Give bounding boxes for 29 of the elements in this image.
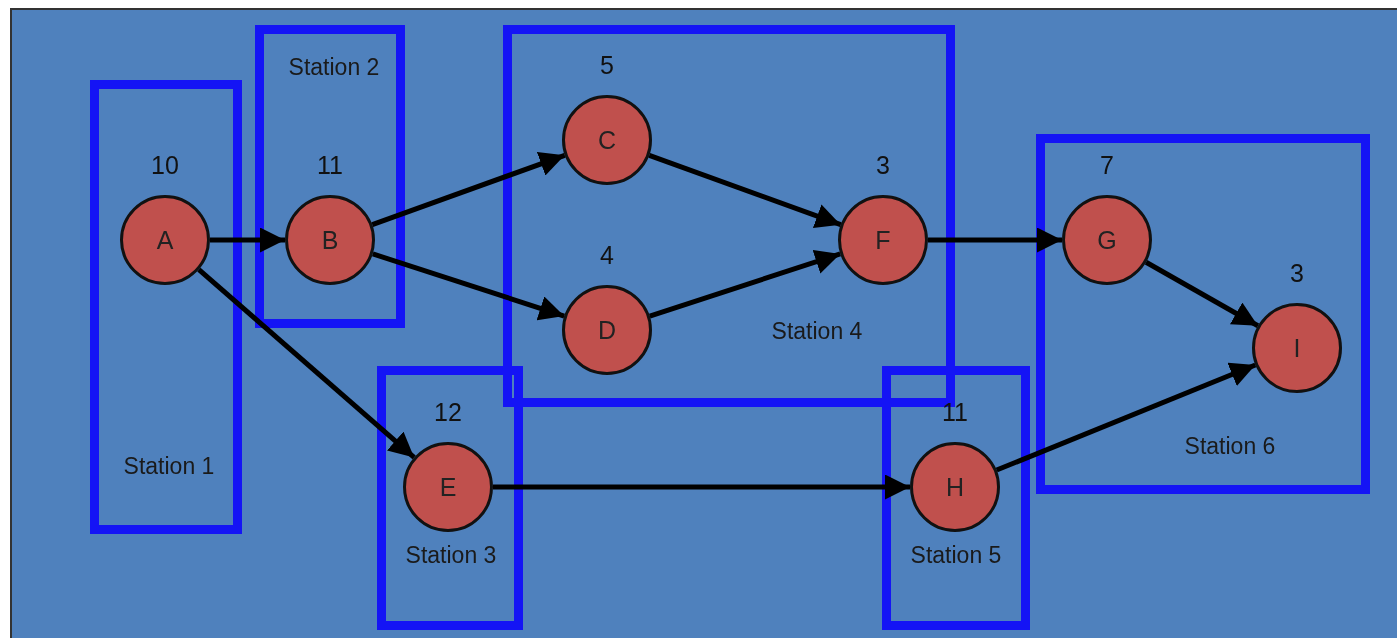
arrow bbox=[649, 249, 841, 319]
station-box bbox=[90, 80, 242, 534]
duration-label: 10 bbox=[150, 151, 180, 180]
duration-label: 7 bbox=[1099, 151, 1115, 180]
arrow bbox=[648, 153, 842, 228]
station-label: Station 1 bbox=[122, 452, 216, 481]
arrow bbox=[197, 267, 416, 460]
duration-label: 11 bbox=[316, 151, 344, 180]
arrow bbox=[928, 227, 1062, 253]
duration-label: 12 bbox=[433, 398, 463, 427]
duration-label: 3 bbox=[1289, 259, 1305, 288]
station-label: Station 3 bbox=[404, 541, 498, 570]
arrow bbox=[371, 152, 566, 228]
duration-label: 11 bbox=[941, 398, 969, 427]
arrow bbox=[372, 251, 565, 321]
arrow bbox=[493, 474, 910, 500]
station-box bbox=[255, 25, 405, 328]
arrow bbox=[1144, 260, 1260, 328]
station-box bbox=[882, 366, 1030, 630]
duration-label: 4 bbox=[599, 241, 615, 270]
station-label: Station 5 bbox=[909, 541, 1003, 570]
duration-label: 5 bbox=[599, 51, 615, 80]
station-box bbox=[1036, 134, 1370, 494]
station-box bbox=[377, 366, 523, 630]
station-label: Station 2 bbox=[287, 53, 381, 82]
arrow bbox=[210, 227, 285, 253]
duration-label: 3 bbox=[875, 151, 891, 180]
station-label: Station 4 bbox=[770, 317, 864, 346]
station-label: Station 6 bbox=[1183, 432, 1277, 461]
